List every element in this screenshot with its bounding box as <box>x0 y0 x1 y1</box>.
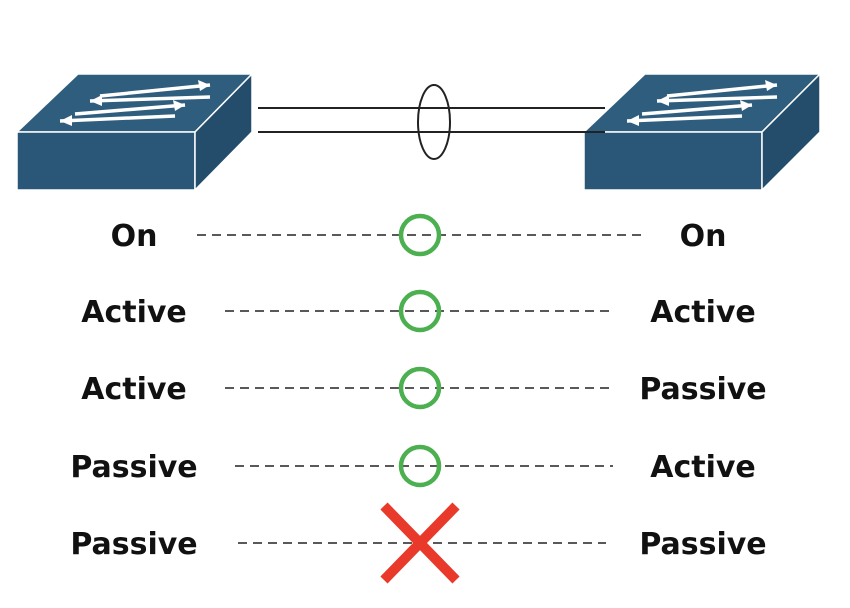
compatible-circle-icon <box>398 213 442 257</box>
mode-row: On On <box>111 213 727 257</box>
incompatible-x-icon <box>380 502 460 584</box>
right-mode-label: On <box>680 219 727 254</box>
left-switch-side <box>194 72 253 192</box>
left-mode-label: On <box>111 219 158 254</box>
bundle-ellipse <box>417 84 451 160</box>
right-mode-label: Passive <box>639 527 766 562</box>
right-switch-arrows-icon <box>626 80 778 126</box>
left-mode-label: Passive <box>70 527 197 562</box>
right-switch-side <box>761 72 821 192</box>
right-mode-label: Active <box>650 295 756 330</box>
mode-row: Active Passive <box>81 366 767 410</box>
right-switch-front <box>583 131 763 191</box>
compatible-circle-icon <box>398 444 442 488</box>
compatible-circle-icon <box>398 289 442 333</box>
compatible-circle-icon <box>398 366 442 410</box>
left-switch-front <box>16 131 196 191</box>
right-mode-label: Active <box>650 450 756 485</box>
mode-row: Active Active <box>81 289 756 333</box>
right-switch-icon <box>582 72 822 192</box>
left-mode-label: Passive <box>70 450 197 485</box>
left-switch-icon <box>15 72 254 192</box>
left-mode-label: Active <box>81 372 187 407</box>
mode-row: Passive Passive <box>70 502 767 584</box>
mode-row: Passive Active <box>70 444 756 488</box>
left-mode-label: Active <box>81 295 187 330</box>
right-mode-label: Passive <box>639 372 766 407</box>
left-switch-arrows-icon <box>59 80 211 126</box>
